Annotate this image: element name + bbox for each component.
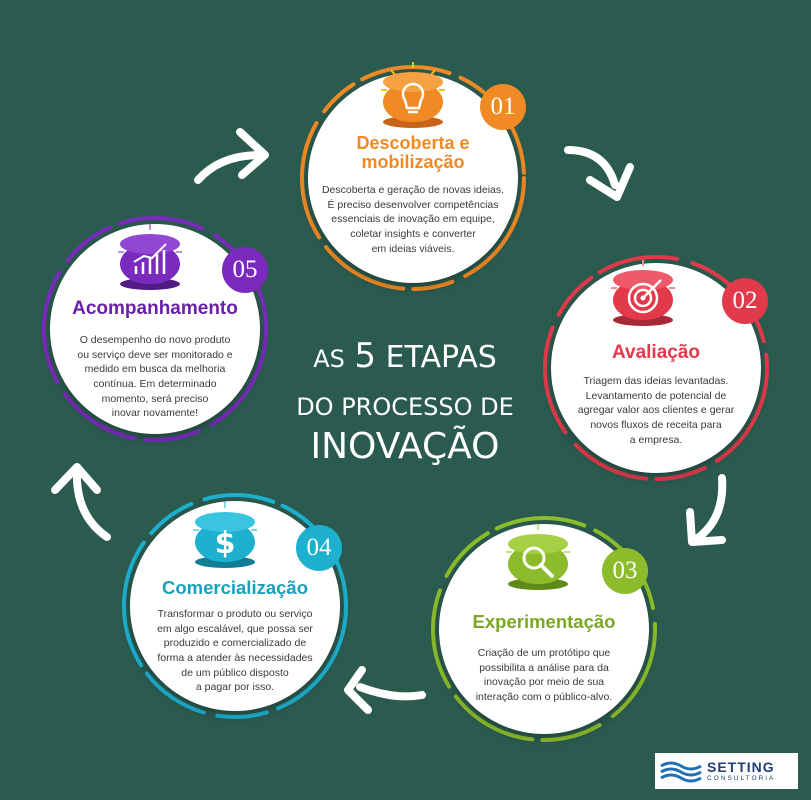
arrow-1-to-2 — [564, 146, 634, 201]
step2-text-line: Triagem das ideias levantadas. — [583, 375, 729, 387]
step5-number: 05 — [222, 247, 268, 293]
logo-mark-icon — [660, 761, 702, 783]
step4-text-line: de um público disposto — [181, 666, 289, 679]
step4-text-line: Transformar o produto ou serviço — [157, 608, 313, 620]
chart-icon — [118, 224, 182, 290]
step3-number: 03 — [602, 548, 648, 594]
step5-text-line: inovar novamente! — [111, 407, 199, 420]
step3-text-line: possibilita a análise para da — [479, 661, 609, 674]
step3-text-line: interação com o público-alvo. — [475, 691, 613, 704]
svg-text:$: $ — [215, 526, 236, 561]
step3-text-line: Criação de um protótipo que — [477, 647, 611, 659]
arrow-5-to-1 — [194, 128, 269, 184]
step5-text-line: ou serviço deve ser monitorado e — [77, 348, 233, 361]
logo-name: SETTING — [707, 758, 775, 775]
step1-text-line: essenciais de inovação em equipe, — [331, 213, 495, 226]
step4-text-line: a pagar por isso. — [195, 681, 275, 694]
step1-title: Descoberta e mobilização — [318, 134, 508, 172]
step1-text-line: É preciso desenvolver competências — [327, 198, 499, 211]
arrow-3-to-4 — [344, 666, 426, 714]
setting-logo: SETTING CONSULTORIA — [655, 753, 798, 789]
step4-description: Transformar o produto ou serviço em algo… — [140, 607, 330, 695]
step1-text-line: coletar insights e converter — [350, 228, 476, 241]
step2-title: Avaliação — [611, 342, 700, 363]
center-title-line3: INOVAÇÃO — [310, 426, 500, 467]
logo-sub: CONSULTORIA — [707, 774, 776, 782]
step1-text-line: Descoberta e geração de novas ideias. — [321, 184, 505, 196]
step5-text-line: momento, será preciso — [101, 392, 209, 405]
step4-text-line: produzido e comercializado de — [163, 637, 307, 650]
step2-description: Triagem das ideias levantadas. Levantame… — [561, 374, 751, 447]
step5-text-line: O desempenho do novo produto — [79, 334, 231, 346]
step4-title: Comercialização — [161, 577, 308, 598]
step5-text-line: contínua. Em determinado — [93, 378, 217, 391]
step2-text-line: agregar valor aos clientes e gerar — [577, 404, 735, 417]
center-title-number: 5 — [354, 336, 377, 376]
arrow-4-to-5 — [51, 463, 111, 541]
step4-text-line: em algo escalável, que possa ser — [157, 622, 313, 635]
center-title-line2: DO PROCESSO DE — [296, 393, 514, 421]
step4-number: 04 — [296, 525, 342, 571]
magnifier-icon — [506, 524, 570, 590]
step1-title-line1: Descoberta e — [356, 133, 470, 153]
center-title-suffix: ETAPAS — [385, 340, 497, 375]
center-title-line1: AS 5 ETAPAS — [255, 336, 555, 376]
arrow-2-to-3 — [686, 474, 727, 546]
center-title-prefix: AS — [313, 345, 345, 373]
step1-number: 01 — [480, 84, 526, 130]
step3-description: Criação de um protótipo que possibilita … — [449, 646, 639, 705]
lightbulb-icon — [381, 62, 445, 128]
dollar-icon: $ — [193, 502, 257, 568]
step5-text-line: medido em busca da melhoria — [84, 363, 226, 376]
step1-title-line2: mobilização — [361, 151, 465, 172]
step2-number: 02 — [722, 278, 768, 324]
step4-text-line: forma a atender às necessidades — [157, 652, 313, 665]
step2-text-line: novos fluxos de receita para — [590, 419, 722, 432]
step5-title: Acompanhamento — [72, 298, 238, 319]
step3-title: Experimentação — [472, 611, 616, 632]
step1-description: Descoberta e geração de novas ideias. É … — [318, 183, 508, 256]
step2-text-line: a empresa. — [629, 433, 683, 446]
step3-text-line: inovação por meio de sua — [483, 676, 605, 689]
step2-text-line: Levantamento de potencial de — [585, 389, 727, 402]
step5-description: O desempenho do novo produto ou serviço … — [60, 333, 250, 421]
target-icon — [611, 260, 675, 326]
step1-text-line: em ideias viáveis. — [371, 242, 455, 255]
